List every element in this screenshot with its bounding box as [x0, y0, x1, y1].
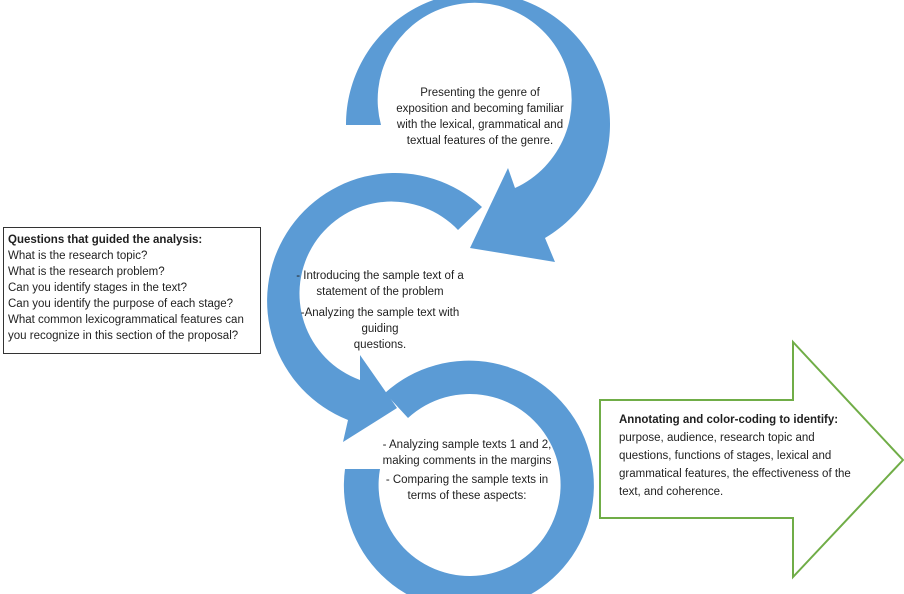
- question-item: What common lexicogrammatical features c…: [8, 314, 244, 326]
- question-item: you recognize in this section of the pro…: [8, 330, 239, 342]
- step-3-text: - Analyzing sample texts 1 and 2, making…: [372, 437, 562, 504]
- question-item: What is the research topic?: [8, 250, 148, 262]
- step-3-line: making comments in the margins: [382, 455, 552, 467]
- question-item: Can you identify the purpose of each sta…: [8, 298, 234, 310]
- question-item: What is the research problem?: [8, 266, 165, 278]
- step-1-line: textual features of the genre.: [406, 135, 554, 147]
- block-arrow-bold: Annotating and color-coding to identify:: [619, 414, 839, 426]
- step-1-line: Presenting the genre of: [420, 87, 540, 99]
- step-2-line: questions.: [353, 339, 407, 351]
- step-3-line: terms of these aspects:: [407, 490, 527, 502]
- block-arrow-shape: [599, 339, 904, 580]
- step-2-text: - Introducing the sample text of a state…: [290, 268, 470, 353]
- step-2-line: - Introducing the sample text of a: [296, 270, 464, 282]
- step-1-line: with the lexical, grammatical and: [396, 119, 564, 131]
- block-arrow-body: purpose, audience, research topic and qu…: [619, 432, 851, 498]
- step-3-line: - Analyzing sample texts 1 and 2,: [382, 439, 552, 451]
- step-1-line: exposition and becoming familiar: [396, 103, 564, 115]
- cycle-arrow-1: [345, 0, 610, 262]
- questions-title: Questions that guided the analysis:: [8, 234, 203, 246]
- block-arrow-text: Annotating and color-coding to identify:…: [619, 411, 859, 501]
- step-2-line: statement of the problem: [316, 286, 444, 298]
- questions-box: Questions that guided the analysis: What…: [3, 227, 261, 354]
- step-1-text: Presenting the genre of exposition and b…: [395, 85, 565, 149]
- step-2-line: -Analyzing the sample text with guiding: [300, 307, 460, 335]
- question-item: Can you identify stages in the text?: [8, 282, 187, 294]
- step-3-line: - Comparing the sample texts in: [385, 474, 549, 486]
- cycle-arrow-2: [267, 172, 482, 443]
